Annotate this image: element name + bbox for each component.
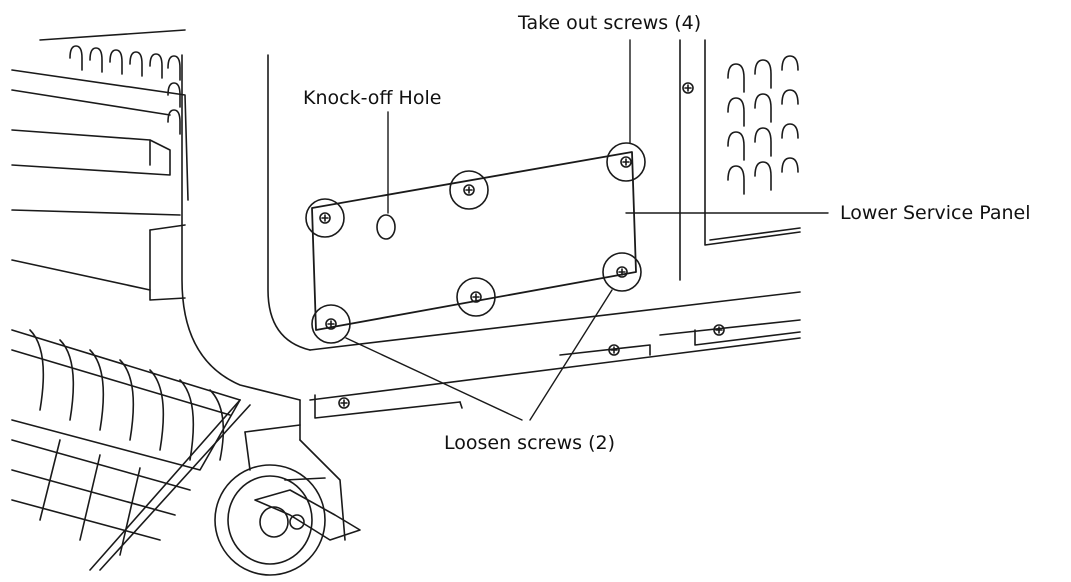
loosen-leader-left <box>345 337 523 421</box>
knock-off-hole-label: Knock-off Hole <box>303 87 442 109</box>
loosen-screws-label: Loosen screws (2) <box>444 432 615 454</box>
left-grille <box>11 29 189 291</box>
cabinet-body <box>181 54 801 426</box>
loosen-screws <box>311 252 642 344</box>
take-out-screws <box>305 142 646 317</box>
knock-off-hole-shape <box>376 214 396 240</box>
right-grille <box>679 39 801 281</box>
leader-lines <box>345 39 829 421</box>
slotted-tray <box>11 329 251 571</box>
loosen-leader-right <box>529 289 613 421</box>
take-out-screws-label: Take out screws (4) <box>518 12 702 34</box>
lower-service-panel-label: Lower Service Panel <box>840 202 1031 224</box>
caster-wheel <box>214 424 361 576</box>
lower-service-panel <box>311 151 637 331</box>
side-bracket <box>149 224 186 301</box>
base-screws <box>338 324 725 409</box>
